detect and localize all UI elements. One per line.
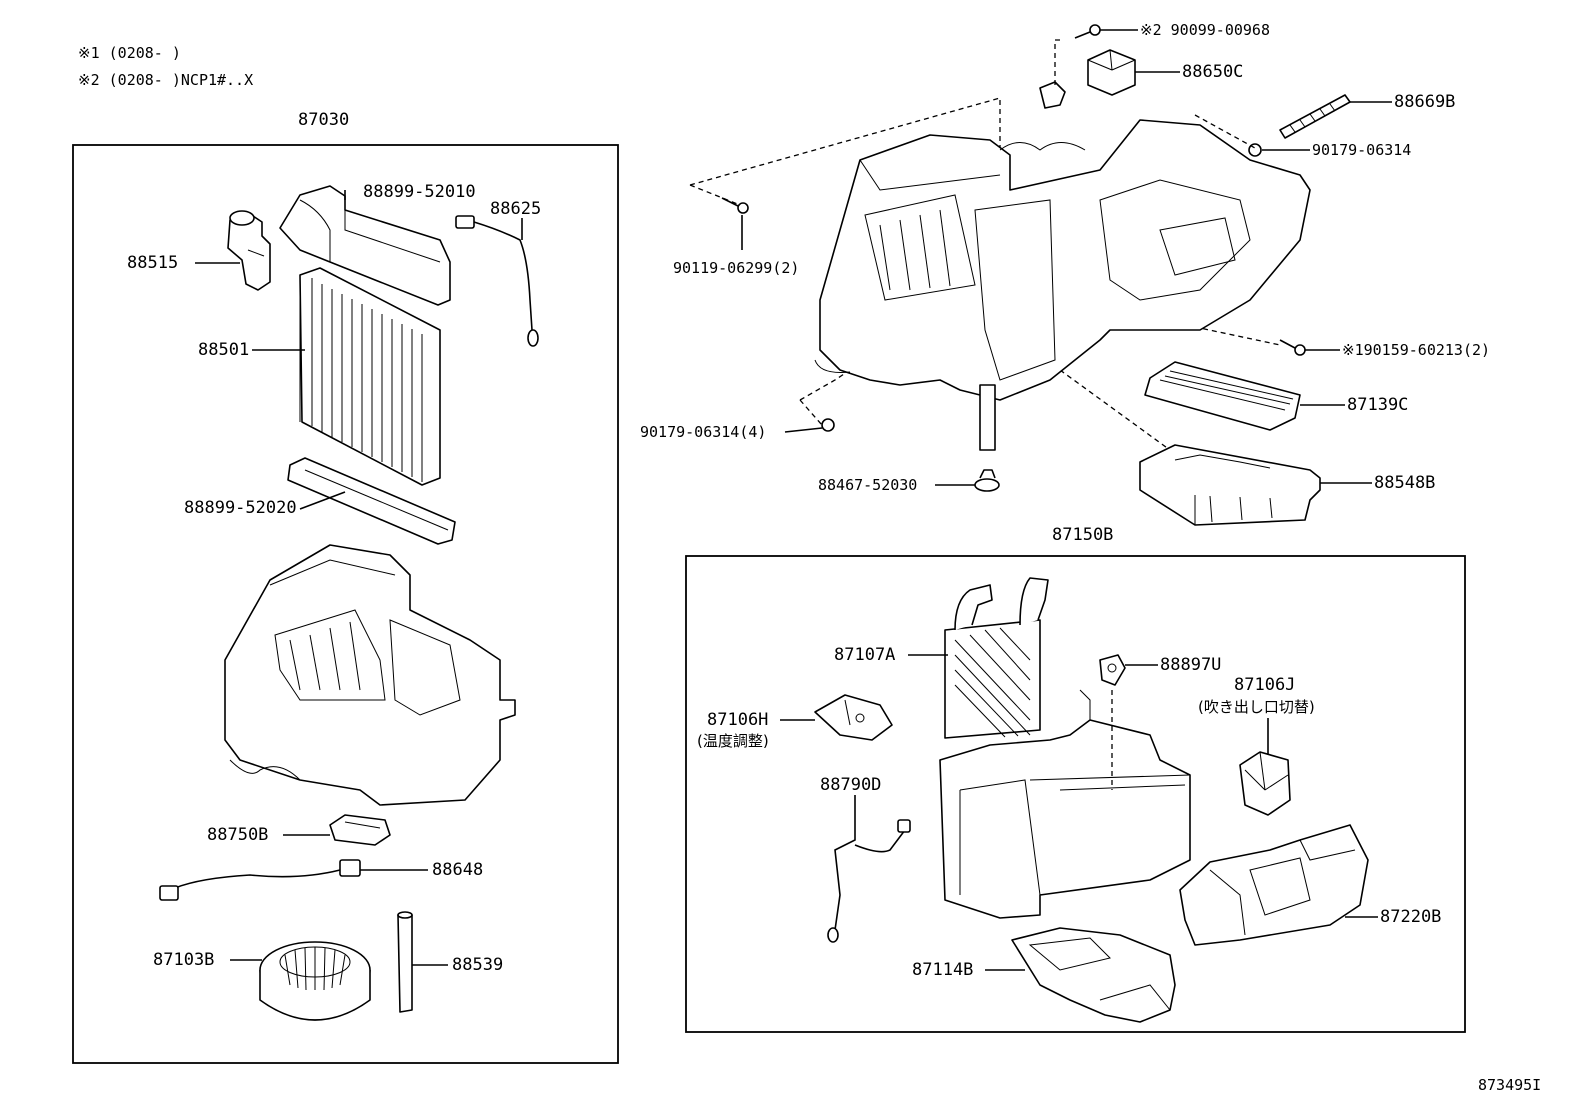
label-87139C: 87139C xyxy=(1347,395,1408,415)
duct-87114B-icon xyxy=(1011,927,1176,1023)
label-90179-06314: 90179-06314 xyxy=(1312,141,1411,159)
label-88539: 88539 xyxy=(452,955,503,975)
duct-87220B-icon xyxy=(1179,824,1369,946)
seal-88899-52020-icon xyxy=(287,457,456,545)
group-label-87030: 87030 xyxy=(298,110,349,130)
thermistor-88625-icon xyxy=(455,215,539,347)
label-87114B: 87114B xyxy=(912,960,973,980)
label-88548B: 88548B xyxy=(1374,473,1435,493)
label-88899-52020: 88899-52020 xyxy=(184,498,297,518)
label-88625: 88625 xyxy=(490,199,541,219)
label-88790D: 88790D xyxy=(820,775,881,795)
label-88648: 88648 xyxy=(432,860,483,880)
screw-90119-06299-icon xyxy=(721,197,749,214)
resistor-88750B-icon xyxy=(329,814,391,846)
servo-87106H-icon xyxy=(814,694,893,741)
leader-90179-06314-4 xyxy=(784,427,823,433)
group-label-87150B: 87150B xyxy=(1052,525,1113,545)
filter-case-88548B-icon xyxy=(1139,444,1321,526)
wire-harness-88648-icon xyxy=(159,859,361,901)
group-box-87150B xyxy=(685,555,1466,1033)
note-1: ※1 (0208- ) xyxy=(78,44,181,62)
label-87106J-note: (吹き出し口切替) xyxy=(1198,698,1315,716)
label-88669B: 88669B xyxy=(1394,92,1455,112)
blower-motor-icon xyxy=(259,941,371,1021)
unit-case-left-icon xyxy=(224,544,516,806)
screw-90099-00968-icon xyxy=(1074,24,1101,39)
label-88899-52010: 88899-52010 xyxy=(363,182,476,202)
label-90179-06314-4: 90179-06314(4) xyxy=(640,423,766,441)
label-87107A: 87107A xyxy=(834,645,895,665)
dash-mount-nut2 xyxy=(799,399,823,426)
group-box-87030 xyxy=(72,144,619,1064)
evaporator-core-icon xyxy=(299,267,441,486)
label-88501: 88501 xyxy=(198,340,249,360)
ac-unit-assembly-icon xyxy=(814,119,1311,451)
label-90099-00968: ※2 90099-00968 xyxy=(1140,21,1270,39)
heater-core-icon xyxy=(944,577,1049,739)
amplifier-88650C-icon xyxy=(1039,49,1136,109)
label-88650C: 88650C xyxy=(1182,62,1243,82)
sensor-88897U-icon xyxy=(1099,654,1126,686)
dash-mount-left xyxy=(689,184,741,206)
label-88750B: 88750B xyxy=(207,825,268,845)
dash-mount-right xyxy=(1194,114,1256,149)
label-90159-60213: ※190159-60213(2) xyxy=(1342,341,1490,359)
grommet-88467-52030-icon xyxy=(974,469,1000,492)
nut-90179-06314-4-icon xyxy=(821,418,835,432)
drain-tube-88539-icon xyxy=(397,911,413,1013)
duct-88899-52010-icon xyxy=(279,185,451,306)
dash-88650C xyxy=(1054,39,1060,85)
label-87103B: 87103B xyxy=(153,950,214,970)
dash-mount-nut xyxy=(799,369,851,401)
wire-88790D-icon xyxy=(827,795,911,943)
heater-case-icon xyxy=(939,689,1191,919)
note-2: ※2 (0208- )NCP1#..X xyxy=(78,71,253,89)
label-87106H: 87106H xyxy=(707,710,768,730)
hose-88669B-icon xyxy=(1279,94,1351,139)
label-87106H-note: (温度調整) xyxy=(697,732,769,750)
sensor-88515-icon xyxy=(227,210,271,291)
label-88467-52030: 88467-52030 xyxy=(818,476,917,494)
label-87106J: 87106J xyxy=(1234,675,1295,695)
servo-motor-icon xyxy=(1239,751,1291,816)
label-88897U: 88897U xyxy=(1160,655,1221,675)
leader-88899-52020 xyxy=(299,491,346,510)
label-87220B: 87220B xyxy=(1380,907,1441,927)
air-filter-87139C-icon xyxy=(1144,361,1301,431)
screw-90159-60213-icon xyxy=(1279,339,1306,356)
dash-mount-filter xyxy=(1059,369,1171,451)
dash-mount-top xyxy=(689,97,1001,186)
label-90119-06299: 90119-06299(2) xyxy=(673,259,799,277)
figure-id: 873495I xyxy=(1478,1076,1541,1094)
label-88515: 88515 xyxy=(127,253,178,273)
